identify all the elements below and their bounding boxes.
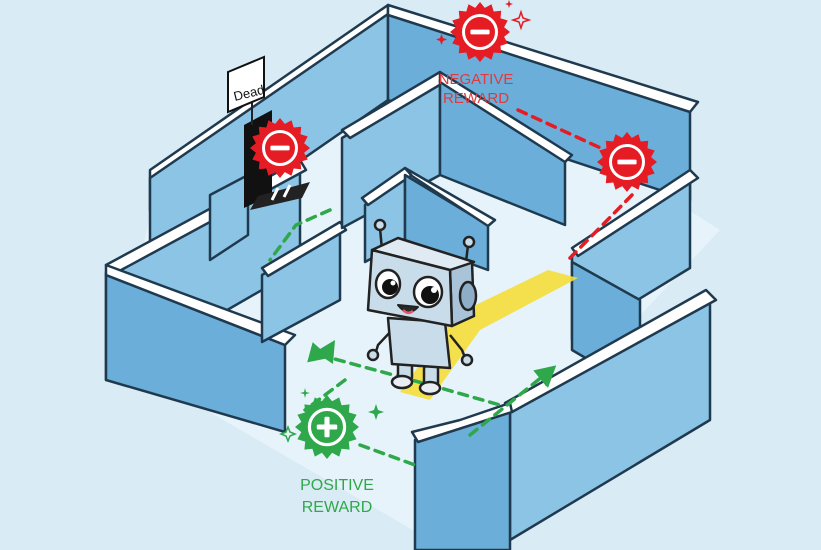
- sparkle-icon: [436, 0, 532, 45]
- minus-badge-icon: [597, 132, 657, 192]
- positive-reward-label-line1: POSITIVE: [300, 477, 374, 494]
- positive-route-lower: [303, 378, 347, 412]
- wall-inner-left-front-top: [260, 220, 348, 278]
- negative-reward-label-line2: REWARD: [443, 90, 509, 107]
- robot-body: [386, 316, 452, 370]
- wall-center-right-top: [438, 70, 574, 164]
- negative-route-top: [516, 108, 607, 152]
- dead-sign: Dead: [227, 55, 266, 125]
- wall-left-front-top: [104, 263, 297, 347]
- dead-sign-text: Dead: [232, 82, 266, 104]
- minus-badge-icon: [450, 2, 510, 62]
- minus-badge-icon: [250, 118, 310, 178]
- positive-reward-label-line2: REWARD: [302, 499, 373, 516]
- positive-route-bottom: [358, 443, 417, 467]
- wall-inner-left-face: [208, 173, 250, 262]
- plus-badge-icon: [295, 395, 359, 459]
- positive-route-left: [268, 208, 332, 262]
- negative-reward-label-line1: NEGATIVE: [439, 71, 514, 88]
- sparkle-icon: [278, 388, 384, 444]
- robot-agent: [366, 218, 478, 396]
- negative-route-right: [568, 193, 634, 260]
- positive-route-right: [468, 365, 557, 437]
- robot-ear: [458, 280, 478, 312]
- wall-front-bottom-top: [410, 401, 514, 444]
- wall-center-front-side-top: [403, 166, 497, 228]
- positive-arrow-left-head: [315, 340, 335, 364]
- positive-arrow-right-head: [536, 366, 556, 388]
